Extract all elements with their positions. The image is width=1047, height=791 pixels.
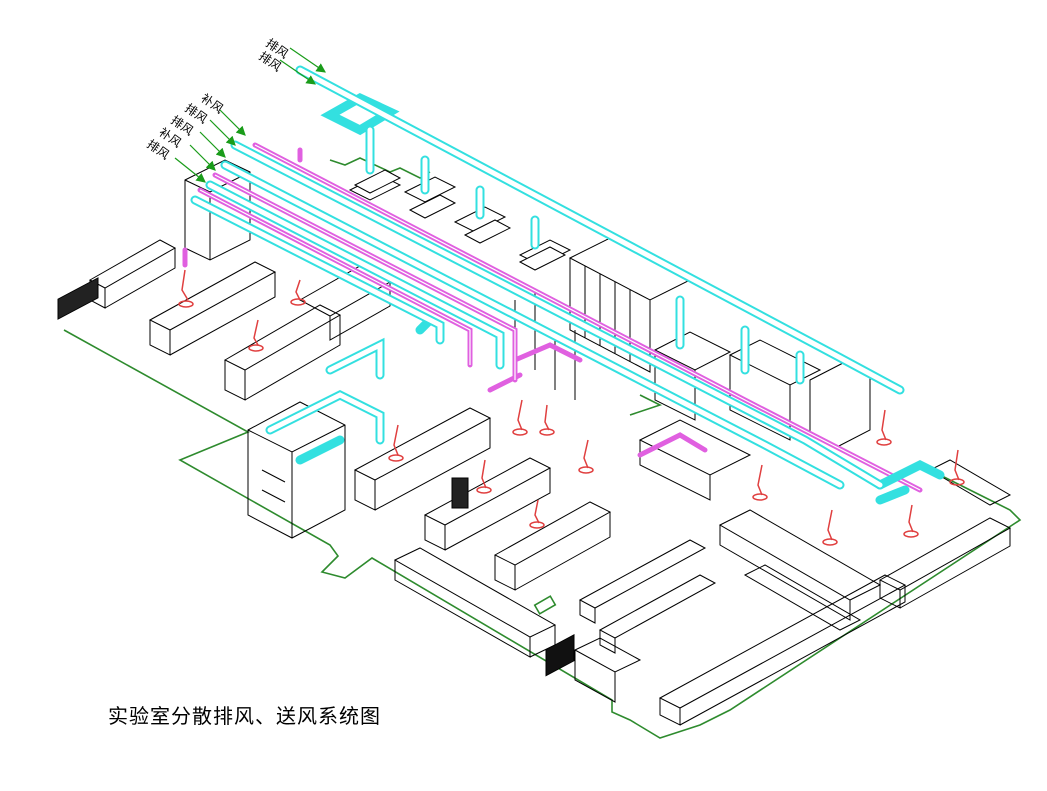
supply-air-duct-edges xyxy=(199,144,921,491)
diagram-title: 实验室分散排风、送风系统图 xyxy=(108,704,381,728)
exhaust-hoods xyxy=(353,169,567,271)
airflow-labels: 排风 排风 补风 排风 排风 补风 排风 xyxy=(144,36,291,162)
movable-exhaust-arms xyxy=(178,269,965,546)
airflow-arrows xyxy=(174,47,326,183)
exhaust-air-duct-edges xyxy=(192,67,903,488)
exhaust-air-ducts xyxy=(190,65,945,505)
